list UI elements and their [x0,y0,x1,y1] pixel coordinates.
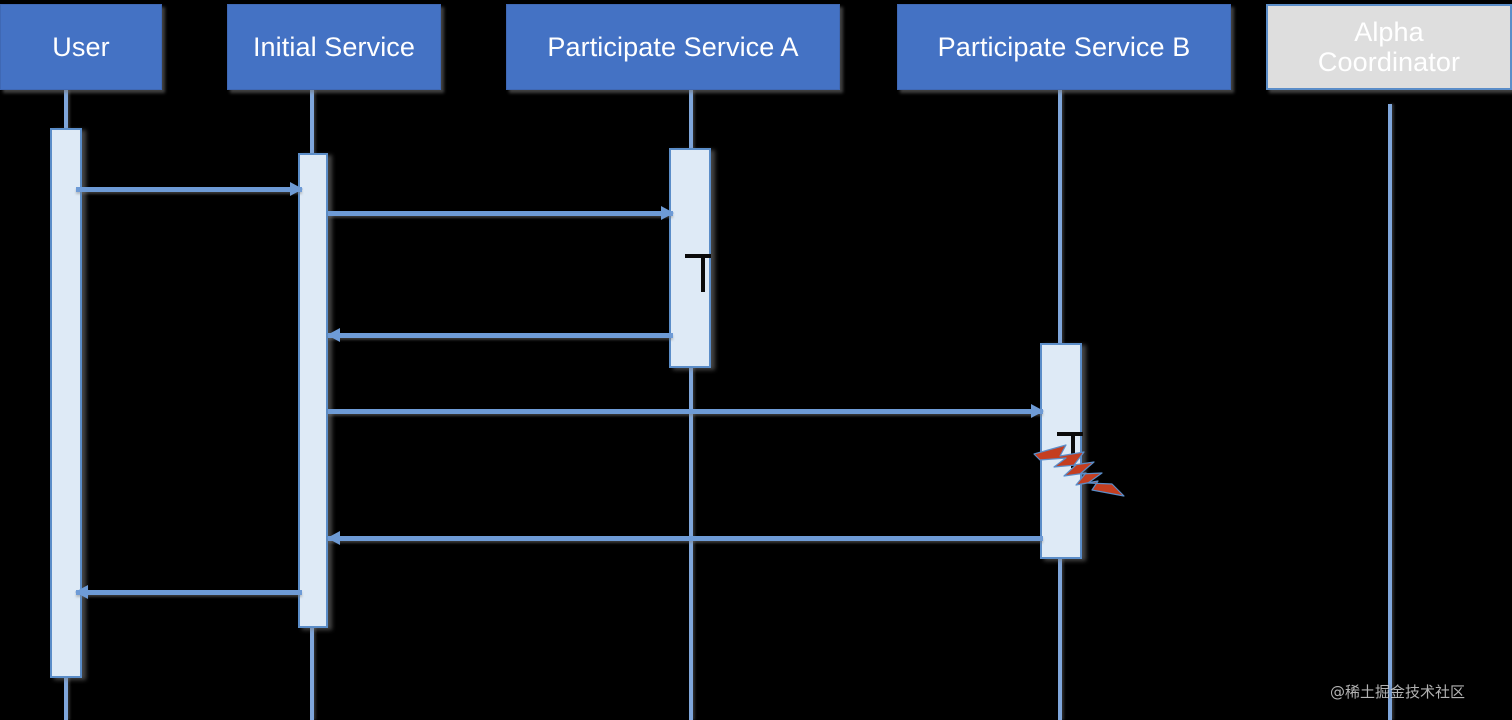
arrowhead-right-icon [290,182,303,196]
arrowhead-right-icon [661,206,674,220]
message-user-to-initial-service [76,182,303,196]
arrowhead-left-icon [327,531,340,545]
tick-marker-participate-b [1057,432,1083,468]
message-shaft [328,333,673,338]
message-shaft [76,590,302,595]
arrowhead-left-icon [75,585,88,599]
message-shaft [76,187,302,192]
participant-label-user: User [52,31,110,62]
participant-alpha-coordinator[interactable]: Alpha Coordinator [1266,4,1512,90]
message-participate-b-to-initial-service [327,531,1043,545]
message-shaft [328,409,1043,414]
message-shaft [328,211,673,216]
activation-bar-initial-service [298,153,328,628]
lifeline-participate-service-a [689,90,693,720]
tick-stem [1071,432,1075,468]
tick-bar [685,254,711,258]
message-participate-a-to-initial-service [327,328,673,342]
arrowhead-right-icon [1031,404,1044,418]
message-initial-service-to-participate-a [328,206,674,220]
participant-participate-service-a[interactable]: Participate Service A [506,4,840,90]
participant-participate-service-b[interactable]: Participate Service B [897,4,1231,90]
participant-label-participate-service-b: Participate Service B [937,31,1191,62]
arrowhead-left-icon [327,328,340,342]
participant-label-alpha-coordinator: Alpha Coordinator [1317,16,1461,77]
message-initial-service-to-user [75,585,302,599]
tick-stem [701,254,705,292]
watermark-text: @稀土掘金技术社区 [1330,683,1466,701]
tick-marker-participate-a [685,254,711,292]
message-initial-service-to-participate-b [328,404,1044,418]
participant-user[interactable]: User [0,4,162,90]
failure-lightning-bolt-icon [1032,440,1126,500]
lifeline-alpha-coordinator [1388,104,1392,720]
participant-label-participate-service-a: Participate Service A [547,31,799,62]
tick-bar [1057,432,1083,436]
message-shaft [328,536,1043,541]
participant-initial-service[interactable]: Initial Service [227,4,441,90]
participant-label-initial-service: Initial Service [252,31,416,62]
